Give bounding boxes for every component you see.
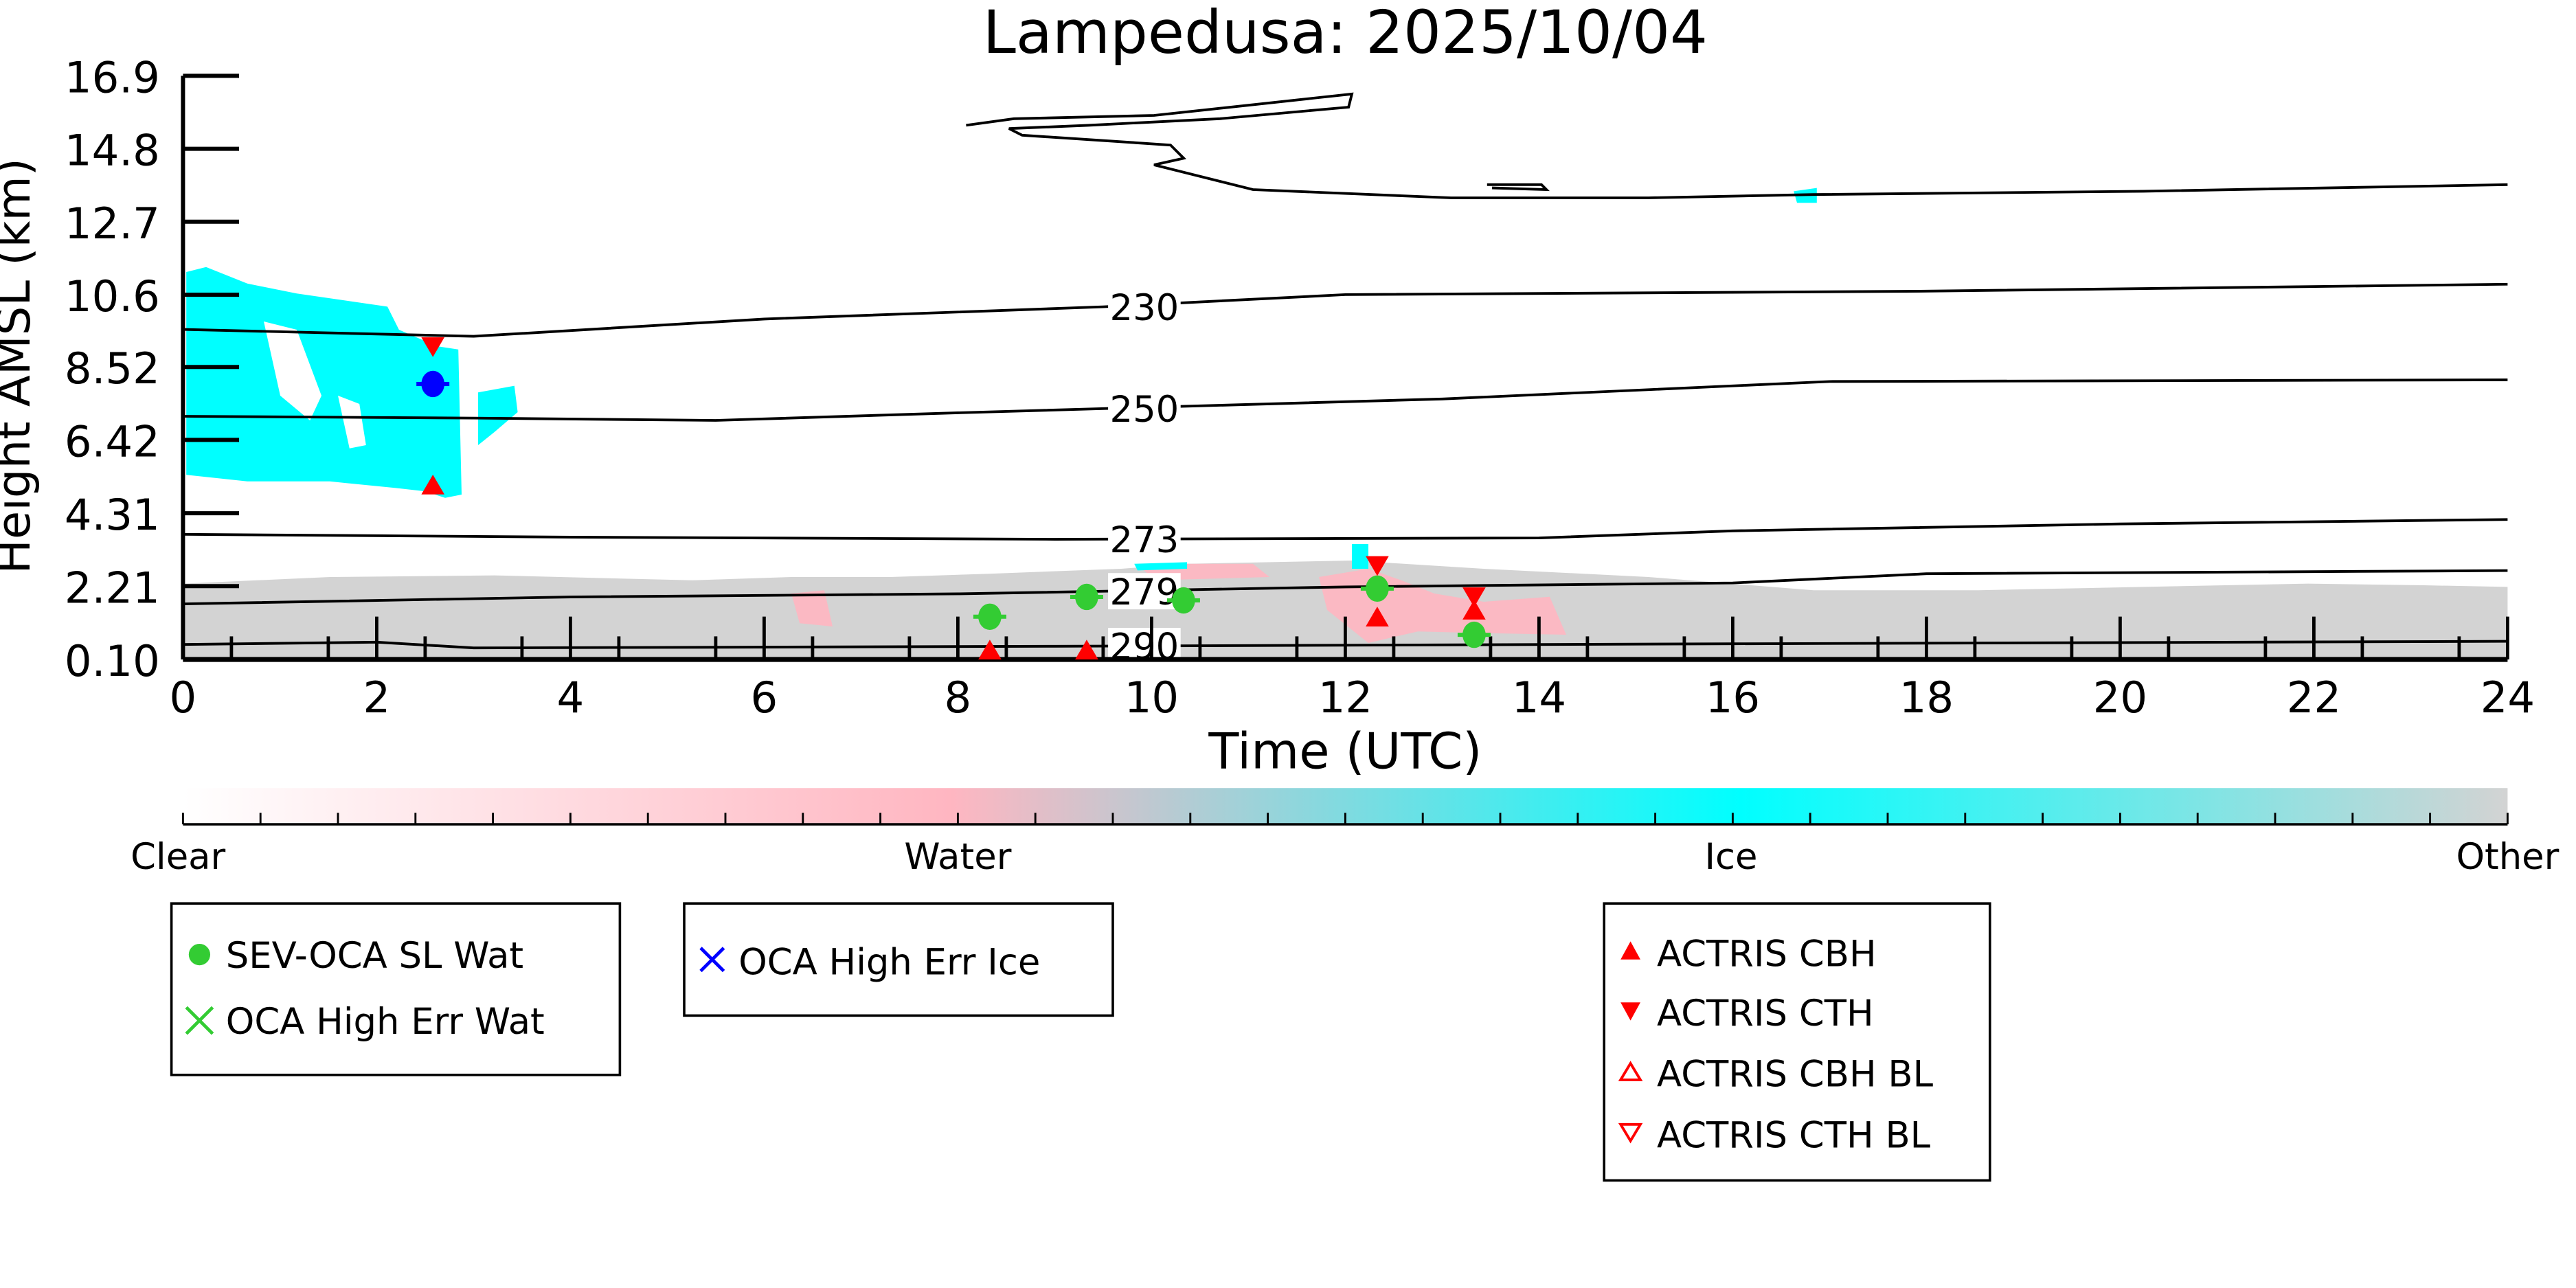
- x-tick-label: 16: [1706, 673, 1760, 723]
- legend-marker-circle-green: [188, 944, 210, 966]
- x-tick-label: 0: [170, 673, 197, 723]
- actris-cbh-point: [1462, 600, 1486, 620]
- legend-label: OCA High Err Ice: [738, 941, 1040, 983]
- legend-label: OCA High Err Wat: [226, 1001, 545, 1043]
- y-tick-label: 8.52: [65, 343, 160, 394]
- actris-cbh-point: [1366, 607, 1389, 626]
- x-tick-label: 14: [1512, 673, 1566, 723]
- y-tick-label: 10.6: [65, 271, 160, 321]
- x-tick-label: 2: [363, 673, 391, 723]
- y-tick-label: 12.7: [65, 199, 160, 249]
- contour-label-bg: [1108, 573, 1181, 610]
- x-tick-label: 8: [945, 673, 972, 723]
- contour-label: 279: [1110, 572, 1179, 613]
- colorbar-label-ice: Ice: [1704, 836, 1757, 878]
- actris-cth-point: [421, 337, 444, 357]
- x-tick-label: 12: [1318, 673, 1372, 723]
- ice-cloud-gap: [264, 321, 366, 449]
- x-tick-label: 20: [2093, 673, 2147, 723]
- sev-oca-sl-wat-point: [978, 603, 1002, 630]
- legend-actris: ACTRIS CBH ACTRIS CTH ACTRIS CBH BL ACTR…: [1603, 902, 1991, 1182]
- x-axis-label: Time (UTC): [1208, 722, 1482, 780]
- y-tick-label: 14.8: [65, 126, 160, 176]
- contour-label: 230: [1110, 287, 1179, 329]
- actris-cbh-point: [978, 640, 1002, 659]
- sev-oca-sl-wat-point: [1462, 621, 1486, 648]
- y-axis-label: Height AMSL (km): [0, 158, 41, 574]
- sev-oca-sl-wat-point: [1075, 583, 1098, 611]
- ice-cloud-region: [186, 188, 1817, 498]
- actris-cbh-point: [1075, 640, 1098, 659]
- x-tick-label: 6: [751, 673, 778, 723]
- sev-oca-sl-wat-point: [1172, 587, 1195, 614]
- sev-oca-sl-wat-point: [1366, 575, 1389, 602]
- x-tick-label: 18: [1899, 673, 1954, 723]
- legend-ice: OCA High Err Ice: [683, 902, 1114, 1017]
- contour-line-250: [183, 379, 2508, 422]
- contour-label: 273: [1110, 519, 1179, 561]
- contour-label-bg: [1108, 521, 1181, 558]
- x-tick-label: 22: [2287, 673, 2341, 723]
- chart-title: Lampedusa: 2025/10/04: [983, 0, 1708, 67]
- colorbar-label-clear: Clear: [131, 836, 225, 878]
- contour-line-230: [183, 282, 2508, 338]
- y-tick-label: 6.42: [65, 416, 160, 466]
- x-tick-label: 24: [2481, 673, 2535, 723]
- legend-water: SEV-OCA SL Wat OCA High Err Wat: [170, 902, 622, 1076]
- y-tick-label: 16.9: [65, 52, 160, 102]
- legend-marker-triangle-up: [1620, 941, 1640, 960]
- colorbar-label-water: Water: [904, 836, 1011, 878]
- colorbar-label-other: Other: [2456, 836, 2559, 878]
- tropopause-line: [966, 92, 2508, 199]
- y-tick-label: 4.31: [65, 490, 160, 540]
- x-tick-label: 10: [1125, 673, 1179, 723]
- contour-label-bg: [1108, 390, 1181, 427]
- legend-label: ACTRIS CTH: [1657, 993, 1874, 1035]
- contour-label-bg: [1108, 289, 1181, 326]
- ice-cloud-top-cells: [1134, 544, 1368, 571]
- actris-cth-point: [1366, 556, 1389, 576]
- contour-line-279: [183, 569, 2508, 606]
- legend-label: ACTRIS CBH: [1657, 933, 1877, 975]
- legend-marker-triangle-down: [1620, 1002, 1640, 1021]
- legend-label: ACTRIS CTH BL: [1657, 1114, 1931, 1156]
- legend-marker-triangle-up-open: [1618, 1061, 1643, 1081]
- legend-label: ACTRIS CBH BL: [1657, 1054, 1934, 1096]
- contour-line-273: [183, 518, 2508, 541]
- y-tick-label: 2.21: [65, 563, 160, 613]
- actris-cbh-point: [421, 474, 444, 495]
- sev-oca-sl-ice-point: [421, 370, 444, 398]
- legend-marker-x-blue: [699, 947, 725, 973]
- y-tick-label: 0.10: [65, 636, 160, 686]
- legend-marker-x-green: [185, 1006, 214, 1035]
- actris-cth-point: [1462, 587, 1486, 607]
- legend-label: SEV-OCA SL Wat: [226, 935, 523, 977]
- x-tick-label: 4: [557, 673, 585, 723]
- contour-label: 250: [1110, 389, 1179, 431]
- legend-marker-triangle-down-open: [1618, 1122, 1643, 1144]
